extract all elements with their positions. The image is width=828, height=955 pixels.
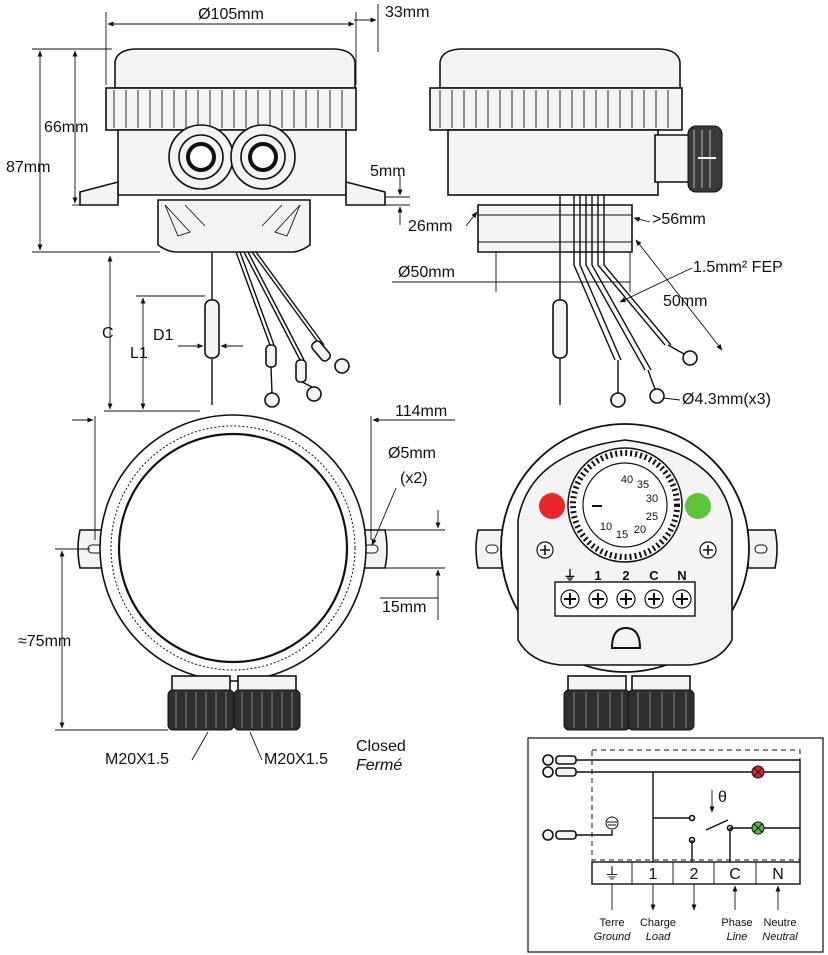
label-c: C (102, 325, 114, 342)
wiring-lamp-red (751, 765, 765, 779)
dim-ring-diameter: Ø4.3mm(x3) (682, 391, 771, 408)
wiring-terminal-strip (591, 861, 801, 885)
front-left-lug (79, 180, 119, 206)
dim-hole-diameter: Ø5mm (388, 445, 436, 462)
label-d1: D1 (153, 327, 174, 344)
dim-diameter-105: Ø105mm (198, 6, 264, 23)
legend-ground-en: Ground (594, 931, 632, 943)
side-housing (447, 129, 659, 196)
dial-number-25: 25 (646, 511, 658, 523)
wiring-terminal-1: 1 (649, 866, 658, 883)
front-socket-fins (164, 204, 301, 237)
closed-label-en: Closed (356, 738, 406, 755)
legend-load-fr: Charge (640, 917, 676, 929)
dim-26: 26mm (408, 218, 452, 235)
front-cable-glands (168, 124, 296, 190)
dial-number-35: 35 (637, 479, 649, 491)
open-view: 40 35 30 25 20 15 10 ⏚ 1 2 C (475, 423, 778, 731)
top-view (77, 414, 388, 731)
front-probe-bulb (204, 299, 220, 359)
terminal-label-n: N (677, 568, 686, 583)
dial-number-20: 20 (634, 524, 646, 536)
side-dimensions: 26mm >56mm Ø50mm 1.5mm² FEP 50mm Ø4.3mm(… (392, 211, 783, 408)
thermostat-dial[interactable]: 40 35 30 25 20 15 10 (567, 447, 683, 563)
wiring-terminal-ground: ⏚ (604, 865, 620, 883)
front-ring-terminals (264, 340, 350, 408)
terminal-label-c: C (649, 568, 659, 583)
ground-screw-right (699, 541, 717, 559)
top-cover (117, 432, 349, 664)
label-l1: L1 (130, 345, 148, 362)
wiring-frame (527, 737, 824, 953)
wiring-ring-terminals (542, 754, 800, 841)
dim-87: 87mm (6, 159, 50, 176)
terminal-label-ground: ⏚ (563, 568, 576, 583)
front-cap (114, 48, 356, 89)
warning-symbol (610, 626, 642, 649)
front-ring-ribs (113, 90, 343, 128)
wiring-terminal-n: N (772, 866, 784, 883)
dim-dia50: Ø50mm (398, 264, 455, 281)
front-right-lug (345, 180, 386, 206)
indicator-green (685, 493, 711, 519)
top-cable-glands (167, 675, 301, 731)
terminal-label-1: 1 (594, 568, 601, 583)
dim-gt56: >56mm (652, 211, 706, 228)
legend-ground-fr: Terre (599, 917, 624, 929)
wiring-diagram: θ ⏚ 1 2 C N Terre Ground Charge Load Pha… (527, 737, 824, 953)
indicator-red (539, 493, 565, 519)
side-cable-gland (654, 125, 723, 193)
side-bottom-socket (477, 204, 633, 253)
closed-label-fr: Fermé (356, 757, 402, 774)
wiring-switch-blade (705, 819, 729, 831)
wiring-terminal-2: 2 (690, 866, 699, 883)
dim-5: 5mm (370, 163, 406, 180)
legend-neutral-en: Neutral (762, 931, 798, 943)
side-cap (439, 48, 681, 89)
front-view (79, 48, 386, 408)
side-ring-ribs (439, 90, 669, 128)
legend-neutral-fr: Neutre (763, 917, 796, 929)
dial-number-40: 40 (621, 474, 633, 486)
dial-number-30: 30 (646, 493, 658, 505)
side-view (429, 48, 723, 408)
legend-line-fr: Phase (721, 917, 752, 929)
dial-number-15: 15 (616, 529, 628, 541)
gland-right-label: M20X1.5 (264, 751, 328, 768)
dim-15: 15mm (382, 599, 426, 616)
open-cable-glands (563, 675, 695, 731)
dim-50: 50mm (663, 293, 707, 310)
legend-line-en: Line (727, 931, 748, 943)
front-ring (105, 87, 357, 131)
terminal-label-2: 2 (622, 568, 629, 583)
wiring-lamp-green (751, 821, 765, 835)
ground-screw-left (536, 541, 554, 559)
wiring-theta: θ (718, 789, 727, 806)
terminal-block: ⏚ 1 2 C N (554, 568, 696, 617)
side-ring (429, 87, 683, 131)
wiring-ground-symbol (605, 816, 619, 830)
dim-wire-fep: 1.5mm² FEP (693, 259, 783, 276)
dim-114: 114mm (395, 403, 447, 420)
front-bottom-socket (157, 199, 311, 253)
front-lead-wires (235, 251, 325, 361)
legend-load-en: Load (646, 931, 671, 943)
dim-hole-count: (x2) (400, 470, 428, 487)
dim-33: 33mm (385, 4, 429, 21)
front-dimensions: Ø105mm 33mm 66mm 87mm 5mm C L1 D1 (6, 4, 429, 412)
gland-left-label: M20X1.5 (105, 751, 169, 768)
dim-approx-75: ≈75mm (18, 633, 71, 650)
dial-number-10: 10 (600, 521, 612, 533)
wiring-terminal-c: C (729, 866, 741, 883)
top-dimensions: 114mm Ø5mm (x2) 15mm ≈75mm M20X1.5 M20X1… (18, 403, 455, 774)
dim-66: 66mm (44, 119, 88, 136)
